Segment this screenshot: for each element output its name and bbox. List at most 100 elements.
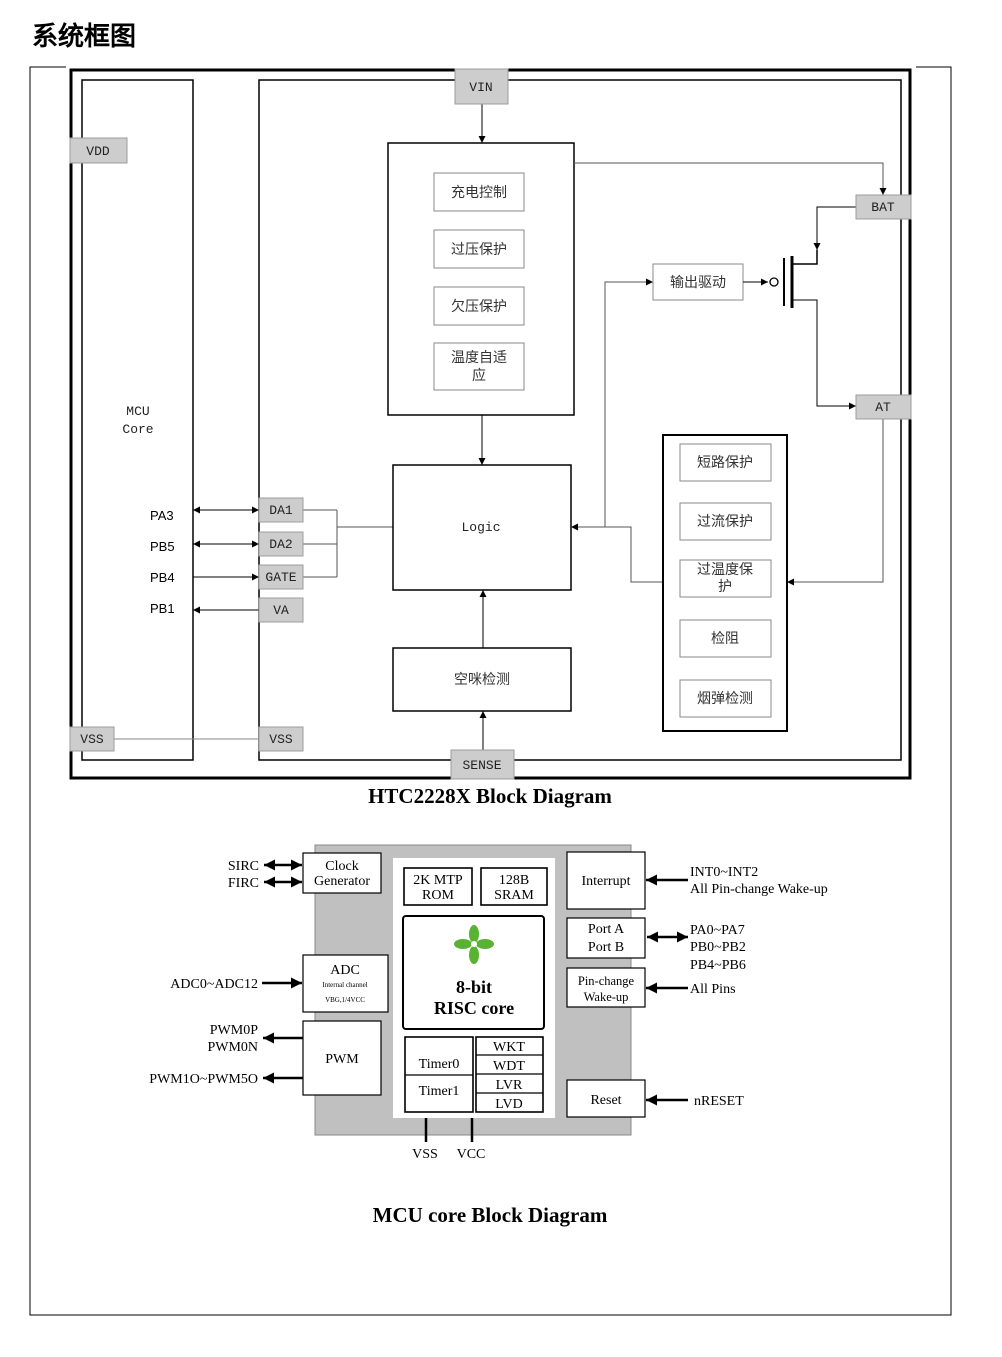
timer0-label: Timer0 bbox=[419, 1057, 460, 1072]
mcu-diagram-title: MCU core Block Diagram bbox=[373, 1203, 608, 1227]
adc-internal-channel-label: Internal channel bbox=[322, 981, 367, 989]
gate-pin-label: GATE bbox=[265, 570, 296, 585]
cartridge-detection-label: 烟弹检测 bbox=[697, 691, 753, 707]
port-a-label: Port A bbox=[588, 922, 625, 937]
mcu-pin-pb1: PB1 bbox=[150, 601, 175, 616]
pin-change-box bbox=[566, 967, 646, 1008]
drain-connector bbox=[792, 250, 818, 265]
short-circuit-label: 短路保护 bbox=[697, 455, 753, 471]
section-heading: 系统框图 bbox=[32, 21, 136, 52]
clock-generator-box bbox=[302, 852, 382, 894]
temperature-adaptive-label-line2: 应 bbox=[472, 367, 486, 384]
vdd-pin-box bbox=[69, 137, 128, 164]
resistance-check-box bbox=[679, 619, 772, 658]
clock-generator-label-line1: Clock bbox=[325, 859, 358, 874]
da1-pin-box bbox=[258, 497, 304, 523]
pin-change-label-line1: Pin-change bbox=[578, 974, 635, 988]
mcu-pin-pa3: PA3 bbox=[150, 508, 174, 523]
htc-block-diagram: MCU Core PA3 PB5 PB4 PB1 充电控制 过压保护 欠压保护 … bbox=[69, 68, 912, 808]
sense-pin-box bbox=[450, 749, 515, 780]
arrow-protection-to-logic bbox=[571, 523, 663, 583]
under-voltage-box bbox=[433, 286, 525, 326]
vin-pin-box bbox=[454, 68, 509, 105]
temperature-adaptive-box bbox=[433, 342, 525, 391]
interrupt-box bbox=[566, 851, 646, 910]
mosfet-symbol bbox=[743, 206, 856, 410]
vss-mcu-pin-box bbox=[69, 726, 115, 752]
over-voltage-box bbox=[433, 229, 525, 269]
nreset-label: nRESET bbox=[694, 1094, 744, 1109]
vss-power-label: VSS bbox=[412, 1147, 438, 1162]
arrow-source-to-at bbox=[792, 299, 856, 410]
lvr-label: LVR bbox=[496, 1078, 523, 1093]
pwm-box bbox=[302, 1020, 382, 1096]
pb0-pb2-label: PB0~PB2 bbox=[690, 940, 746, 955]
port-b-label: Port B bbox=[588, 940, 624, 955]
interrupt-label: Interrupt bbox=[582, 874, 631, 889]
da1-pin-label: DA1 bbox=[269, 503, 293, 518]
timer1-label: Timer1 bbox=[419, 1084, 460, 1099]
at-pin-box bbox=[855, 394, 912, 420]
pa0-pa7-label: PA0~PA7 bbox=[690, 923, 745, 938]
sense-pin-label: SENSE bbox=[462, 758, 501, 773]
mcu-core-label-line1: MCU bbox=[126, 404, 149, 419]
pwm0n-label: PWM0N bbox=[207, 1040, 258, 1055]
charge-control-box bbox=[433, 172, 525, 212]
charge-control-label: 充电控制 bbox=[451, 185, 507, 201]
pin-change-label-line2: Wake-up bbox=[584, 990, 629, 1004]
logic-label: Logic bbox=[461, 520, 500, 535]
va-pin-box bbox=[258, 597, 304, 623]
logic-block bbox=[392, 464, 572, 591]
mic-detection-label: 空咪检测 bbox=[454, 672, 510, 688]
wdt-label: WDT bbox=[493, 1059, 525, 1074]
sram-label-line1: 128B bbox=[499, 873, 529, 888]
pwm0p-label: PWM0P bbox=[210, 1023, 258, 1038]
bat-pin-label: BAT bbox=[871, 200, 895, 215]
over-voltage-label: 过压保护 bbox=[451, 242, 507, 258]
mcu-pin-pb5: PB5 bbox=[150, 539, 175, 554]
va-pin-label: VA bbox=[273, 603, 289, 618]
all-pins-label: All Pins bbox=[690, 982, 736, 997]
vdd-pin-label: VDD bbox=[86, 144, 110, 159]
wkt-label: WKT bbox=[493, 1040, 525, 1055]
lvd-label: LVD bbox=[495, 1097, 523, 1112]
output-driver-box bbox=[652, 263, 744, 301]
gate-pin-box bbox=[258, 564, 304, 590]
over-current-label: 过流保护 bbox=[697, 514, 753, 530]
reset-label: Reset bbox=[590, 1093, 621, 1108]
cartridge-detection-box bbox=[679, 679, 772, 718]
adc-vbg-label: VBG,1/4VCC bbox=[325, 996, 365, 1004]
da2-pin-label: DA2 bbox=[269, 537, 292, 552]
logo-leaf-right bbox=[476, 939, 494, 949]
htc-diagram-title: HTC2228X Block Diagram bbox=[368, 784, 612, 808]
rom-label-line1: 2K MTP bbox=[413, 873, 463, 888]
pwm1o-pwm5o-label: PWM1O~PWM5O bbox=[149, 1072, 258, 1087]
adc-label: ADC bbox=[330, 963, 360, 978]
adc-box bbox=[302, 954, 389, 1013]
logo-leaf-top bbox=[469, 925, 479, 943]
firc-label: FIRC bbox=[228, 876, 259, 891]
mic-detection-block bbox=[392, 647, 572, 712]
pwm-label: PWM bbox=[325, 1052, 359, 1067]
logo-leaf-bottom bbox=[469, 946, 479, 964]
risc-core-label-line2: RISC core bbox=[434, 998, 514, 1018]
port-box bbox=[566, 917, 646, 959]
arrow-at-to-protection bbox=[787, 419, 884, 586]
mcu-core-block-diagram: SIRC FIRC Clock Generator ADC0~ADC12 ADC… bbox=[149, 844, 828, 1227]
risc-core-label-line1: 8-bit bbox=[456, 977, 492, 997]
mcu-pin-pb4: PB4 bbox=[150, 570, 175, 585]
over-temperature-label-line1: 过温度保 bbox=[697, 562, 753, 578]
rom-box bbox=[403, 867, 473, 906]
mcu-core-column bbox=[81, 79, 194, 761]
sram-label-line2: SRAM bbox=[494, 888, 534, 903]
risc-core-box bbox=[402, 915, 545, 1030]
vin-pin-label: VIN bbox=[469, 80, 492, 95]
arrow-charge-to-bat bbox=[574, 162, 887, 195]
over-temperature-label-line2: 护 bbox=[718, 579, 732, 595]
all-pin-change-wakeup-label: All Pin-change Wake-up bbox=[690, 882, 828, 897]
vcc-power-label: VCC bbox=[457, 1147, 486, 1162]
short-circuit-box bbox=[679, 443, 772, 482]
gate-bubble bbox=[769, 277, 779, 287]
